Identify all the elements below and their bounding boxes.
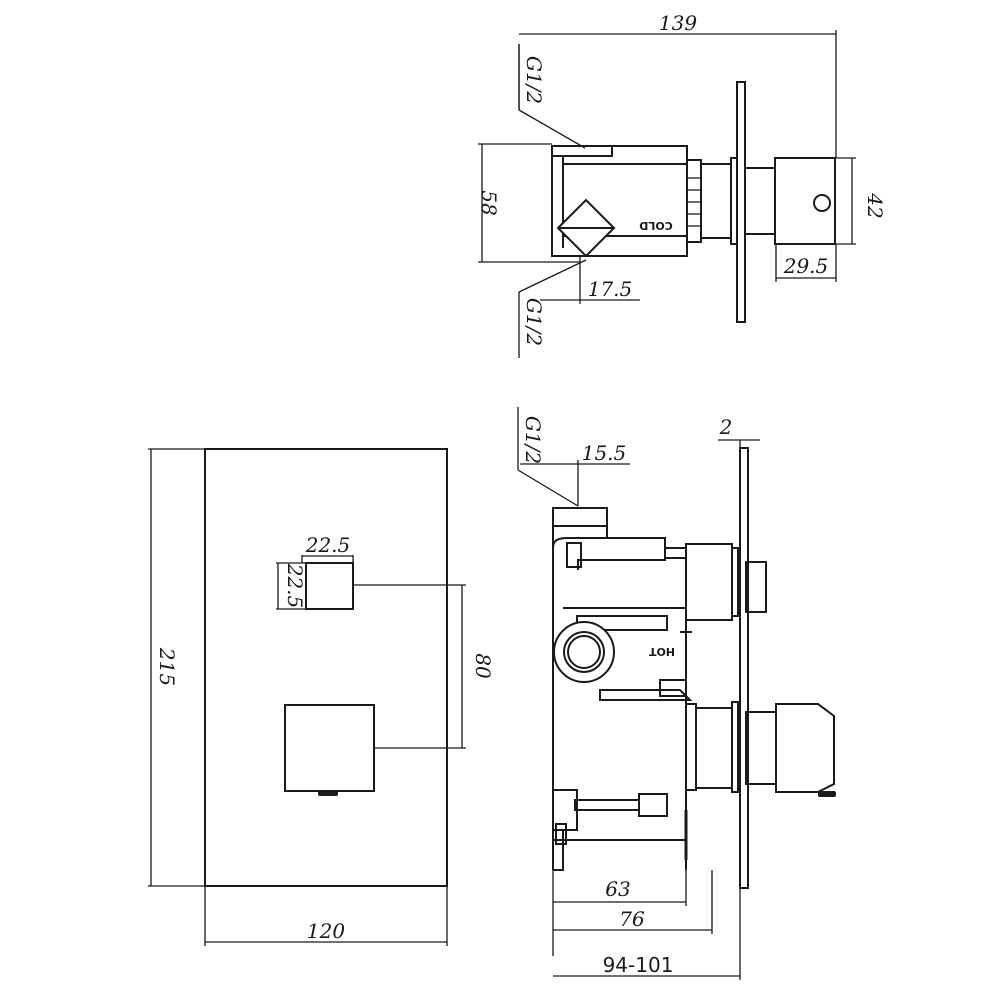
inlet-offset-label: 15.5 (582, 441, 627, 465)
handle-height-label: 42 (863, 192, 887, 218)
front-view: 215 120 22.5 22.5 80 (148, 448, 495, 946)
inlet-top-label: G1/2 (522, 56, 546, 104)
outlet-offset-label: 17.5 (588, 277, 633, 301)
overall-depth-label: 139 (659, 11, 697, 35)
body-height-label: 58 (477, 190, 501, 215)
knob-height-label: 22.5 (283, 563, 307, 609)
side-view-top: 139 COLD 42 29.5 (477, 11, 887, 358)
temperature-handle (284, 704, 375, 792)
inlet-label: G1/2 (521, 416, 545, 464)
body-depth-outer-label: 76 (619, 907, 645, 931)
knob-spacing-label: 80 (471, 653, 495, 679)
installation-range-label: 94-101 (603, 953, 674, 977)
plate-thickness-label: 2 (719, 415, 733, 439)
diverter-knob (305, 562, 354, 610)
plate-width-label: 120 (307, 919, 345, 943)
hot-mark: HOT (648, 645, 675, 658)
body-depth-inner-label: 63 (605, 877, 630, 901)
inlet-bottom-label: G1/2 (522, 298, 546, 346)
cover-plate (204, 448, 448, 887)
cold-mark: COLD (639, 219, 673, 232)
handle-depth-label: 29.5 (783, 254, 829, 278)
side-view-bottom: G1/2 15.5 2 HOT (517, 407, 836, 980)
knob-width-label: 22.5 (305, 533, 351, 557)
plate-height-label: 215 (155, 647, 179, 686)
